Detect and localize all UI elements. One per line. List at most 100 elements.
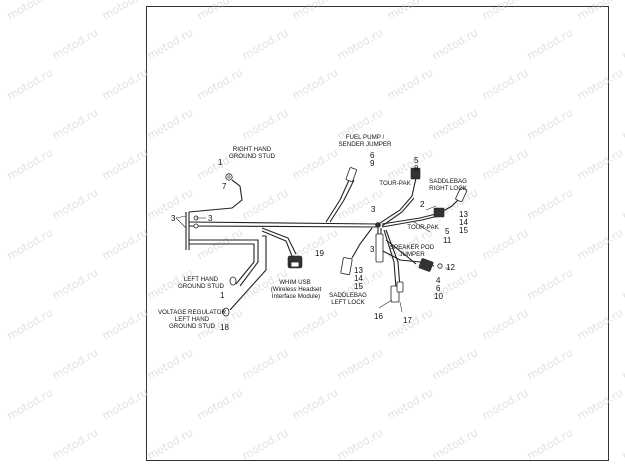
watermark-text: motod.ru — [5, 146, 55, 182]
watermark-text: motod.ru — [290, 66, 340, 102]
callout-16: 16 — [374, 312, 383, 321]
tour-pak-right-connector — [433, 207, 445, 218]
watermark-text: motod.ru — [5, 66, 55, 102]
label-left-hand-ground-2: GROUND STUD — [178, 283, 225, 290]
callout-19: 19 — [315, 249, 324, 258]
callout-10: 10 — [434, 292, 443, 301]
watermark-text: motod.ru — [100, 306, 150, 342]
watermark-text: motod.ru — [50, 26, 100, 62]
ground-stud-ring-left — [229, 276, 237, 286]
label-fuel-pump-2: SENDER JUMPER — [339, 141, 392, 148]
watermark-text: motod.ru — [575, 306, 625, 342]
watermark-text: motod.ru — [100, 0, 150, 23]
stud-marker-2 — [193, 223, 199, 229]
watermark-text: motod.ru — [290, 306, 340, 342]
watermark-text: motod.ru — [430, 26, 480, 62]
voltage-regulator-ring — [222, 307, 230, 317]
watermark-text: motod.ru — [620, 266, 625, 302]
callout-18: 18 — [220, 323, 229, 332]
callout-17: 17 — [403, 316, 412, 325]
watermark-text: motod.ru — [5, 386, 55, 422]
components — [175, 167, 468, 317]
callout-1-top: 1 — [218, 158, 223, 167]
label-fuel-pump-1: FUEL PUMP / — [346, 134, 385, 141]
watermark-text: motod.ru — [430, 426, 480, 462]
callout-3-inner: 3 — [208, 214, 213, 223]
watermark-text: motod.ru — [145, 106, 195, 142]
callout-9: 9 — [370, 159, 375, 168]
label-saddlebag-right-2: RIGHT LOCK — [429, 185, 468, 192]
saddlebag-left-connector — [340, 257, 353, 275]
watermark-text: motod.ru — [480, 306, 530, 342]
watermark-text: motod.ru — [525, 426, 575, 462]
watermark-text: motod.ru — [290, 386, 340, 422]
watermark-text: motod.ru — [195, 66, 245, 102]
callout-13-right: 13 — [459, 210, 468, 219]
watermark-text: motod.ru — [335, 186, 385, 222]
watermark-text: motod.ru — [575, 0, 625, 23]
watermark-text: motod.ru — [145, 346, 195, 382]
watermark-text: motod.ru — [240, 106, 290, 142]
watermark-text: motod.ru — [620, 186, 625, 222]
watermark-text: motod.ru — [430, 346, 480, 382]
watermark-text: motod.ru — [480, 146, 530, 182]
callout-11: 11 — [443, 236, 452, 245]
watermark-text: motod.ru — [195, 386, 245, 422]
watermark-text: motod.ru — [335, 346, 385, 382]
callout-5-mid: 5 — [445, 227, 450, 236]
watermark-text: motod.ru — [100, 146, 150, 182]
callout-14-right: 14 — [459, 218, 468, 227]
watermark-text: motod.ru — [620, 26, 625, 62]
watermark-text: motod.ru — [575, 146, 625, 182]
label-right-hand-ground-2: GROUND STUD — [229, 153, 276, 160]
watermark-text: motod.ru — [145, 26, 195, 62]
callout-3-left: 3 — [171, 214, 176, 223]
watermark-text: motod.ru — [385, 146, 435, 182]
watermark-text: motod.ru — [525, 186, 575, 222]
watermark-text: motod.ru — [480, 226, 530, 262]
label-speaker-pod-2: JUMPER — [399, 251, 425, 258]
watermark-text: motod.ru — [5, 226, 55, 262]
watermark-text: motod.ru — [620, 346, 625, 382]
watermark-text: motod.ru — [100, 386, 150, 422]
watermark-text: motod.ru — [525, 266, 575, 302]
connector-17 — [396, 281, 404, 293]
watermark-text: motod.ru — [620, 426, 625, 462]
label-speaker-pod-1: SPEAKER POD — [390, 244, 435, 251]
label-right-hand-ground-1: RIGHT HAND — [233, 146, 272, 153]
watermark-text: motod.ru — [290, 146, 340, 182]
fuel-pump-connector — [345, 167, 357, 183]
label-whim-usb-3: Interface Module) — [272, 293, 320, 300]
label-whim-usb-1: WHIM USB — [279, 279, 311, 286]
callout-4: 4 — [436, 276, 441, 285]
watermark-text: motod.ru — [50, 106, 100, 142]
watermark-text: motod.ru — [50, 186, 100, 222]
watermark-text: motod.ru — [525, 26, 575, 62]
watermark-text: motod.ru — [480, 66, 530, 102]
callout-12: 12 — [446, 263, 455, 272]
watermark-text: motod.ru — [50, 426, 100, 462]
callout-2: 2 — [420, 200, 425, 209]
callouts: 1 7 3 3 6 9 3 5 8 2 13 14 15 5 11 3 12 1… — [171, 151, 468, 332]
watermark-text: motod.ru — [575, 386, 625, 422]
watermark-text: motod.ru — [50, 346, 100, 382]
callout-13-left: 13 — [354, 266, 363, 275]
watermark-text: motod.ru — [290, 0, 340, 23]
watermark-text: motod.ru — [525, 106, 575, 142]
watermark-text: motod.ru — [575, 226, 625, 262]
watermark-text: motod.ru — [100, 226, 150, 262]
watermark-text: motod.ru — [480, 0, 530, 23]
callout-5-top: 5 — [414, 156, 419, 165]
watermark-text: motod.ru — [385, 0, 435, 23]
watermark-text: motod.ru — [240, 426, 290, 462]
speaker-pod-plug — [437, 263, 443, 269]
watermark-text: motod.ru — [525, 346, 575, 382]
watermark-text: motod.ru — [480, 386, 530, 422]
watermark-text: motod.ru — [240, 26, 290, 62]
tour-pak-top-connector — [410, 167, 421, 180]
watermark-text: motod.ru — [335, 426, 385, 462]
labels: RIGHT HAND GROUND STUD FUEL PUMP / SENDE… — [158, 134, 468, 330]
callout-7: 7 — [222, 182, 227, 191]
watermark-text: motod.ru — [145, 426, 195, 462]
ground-stud-ring-right — [225, 173, 233, 181]
